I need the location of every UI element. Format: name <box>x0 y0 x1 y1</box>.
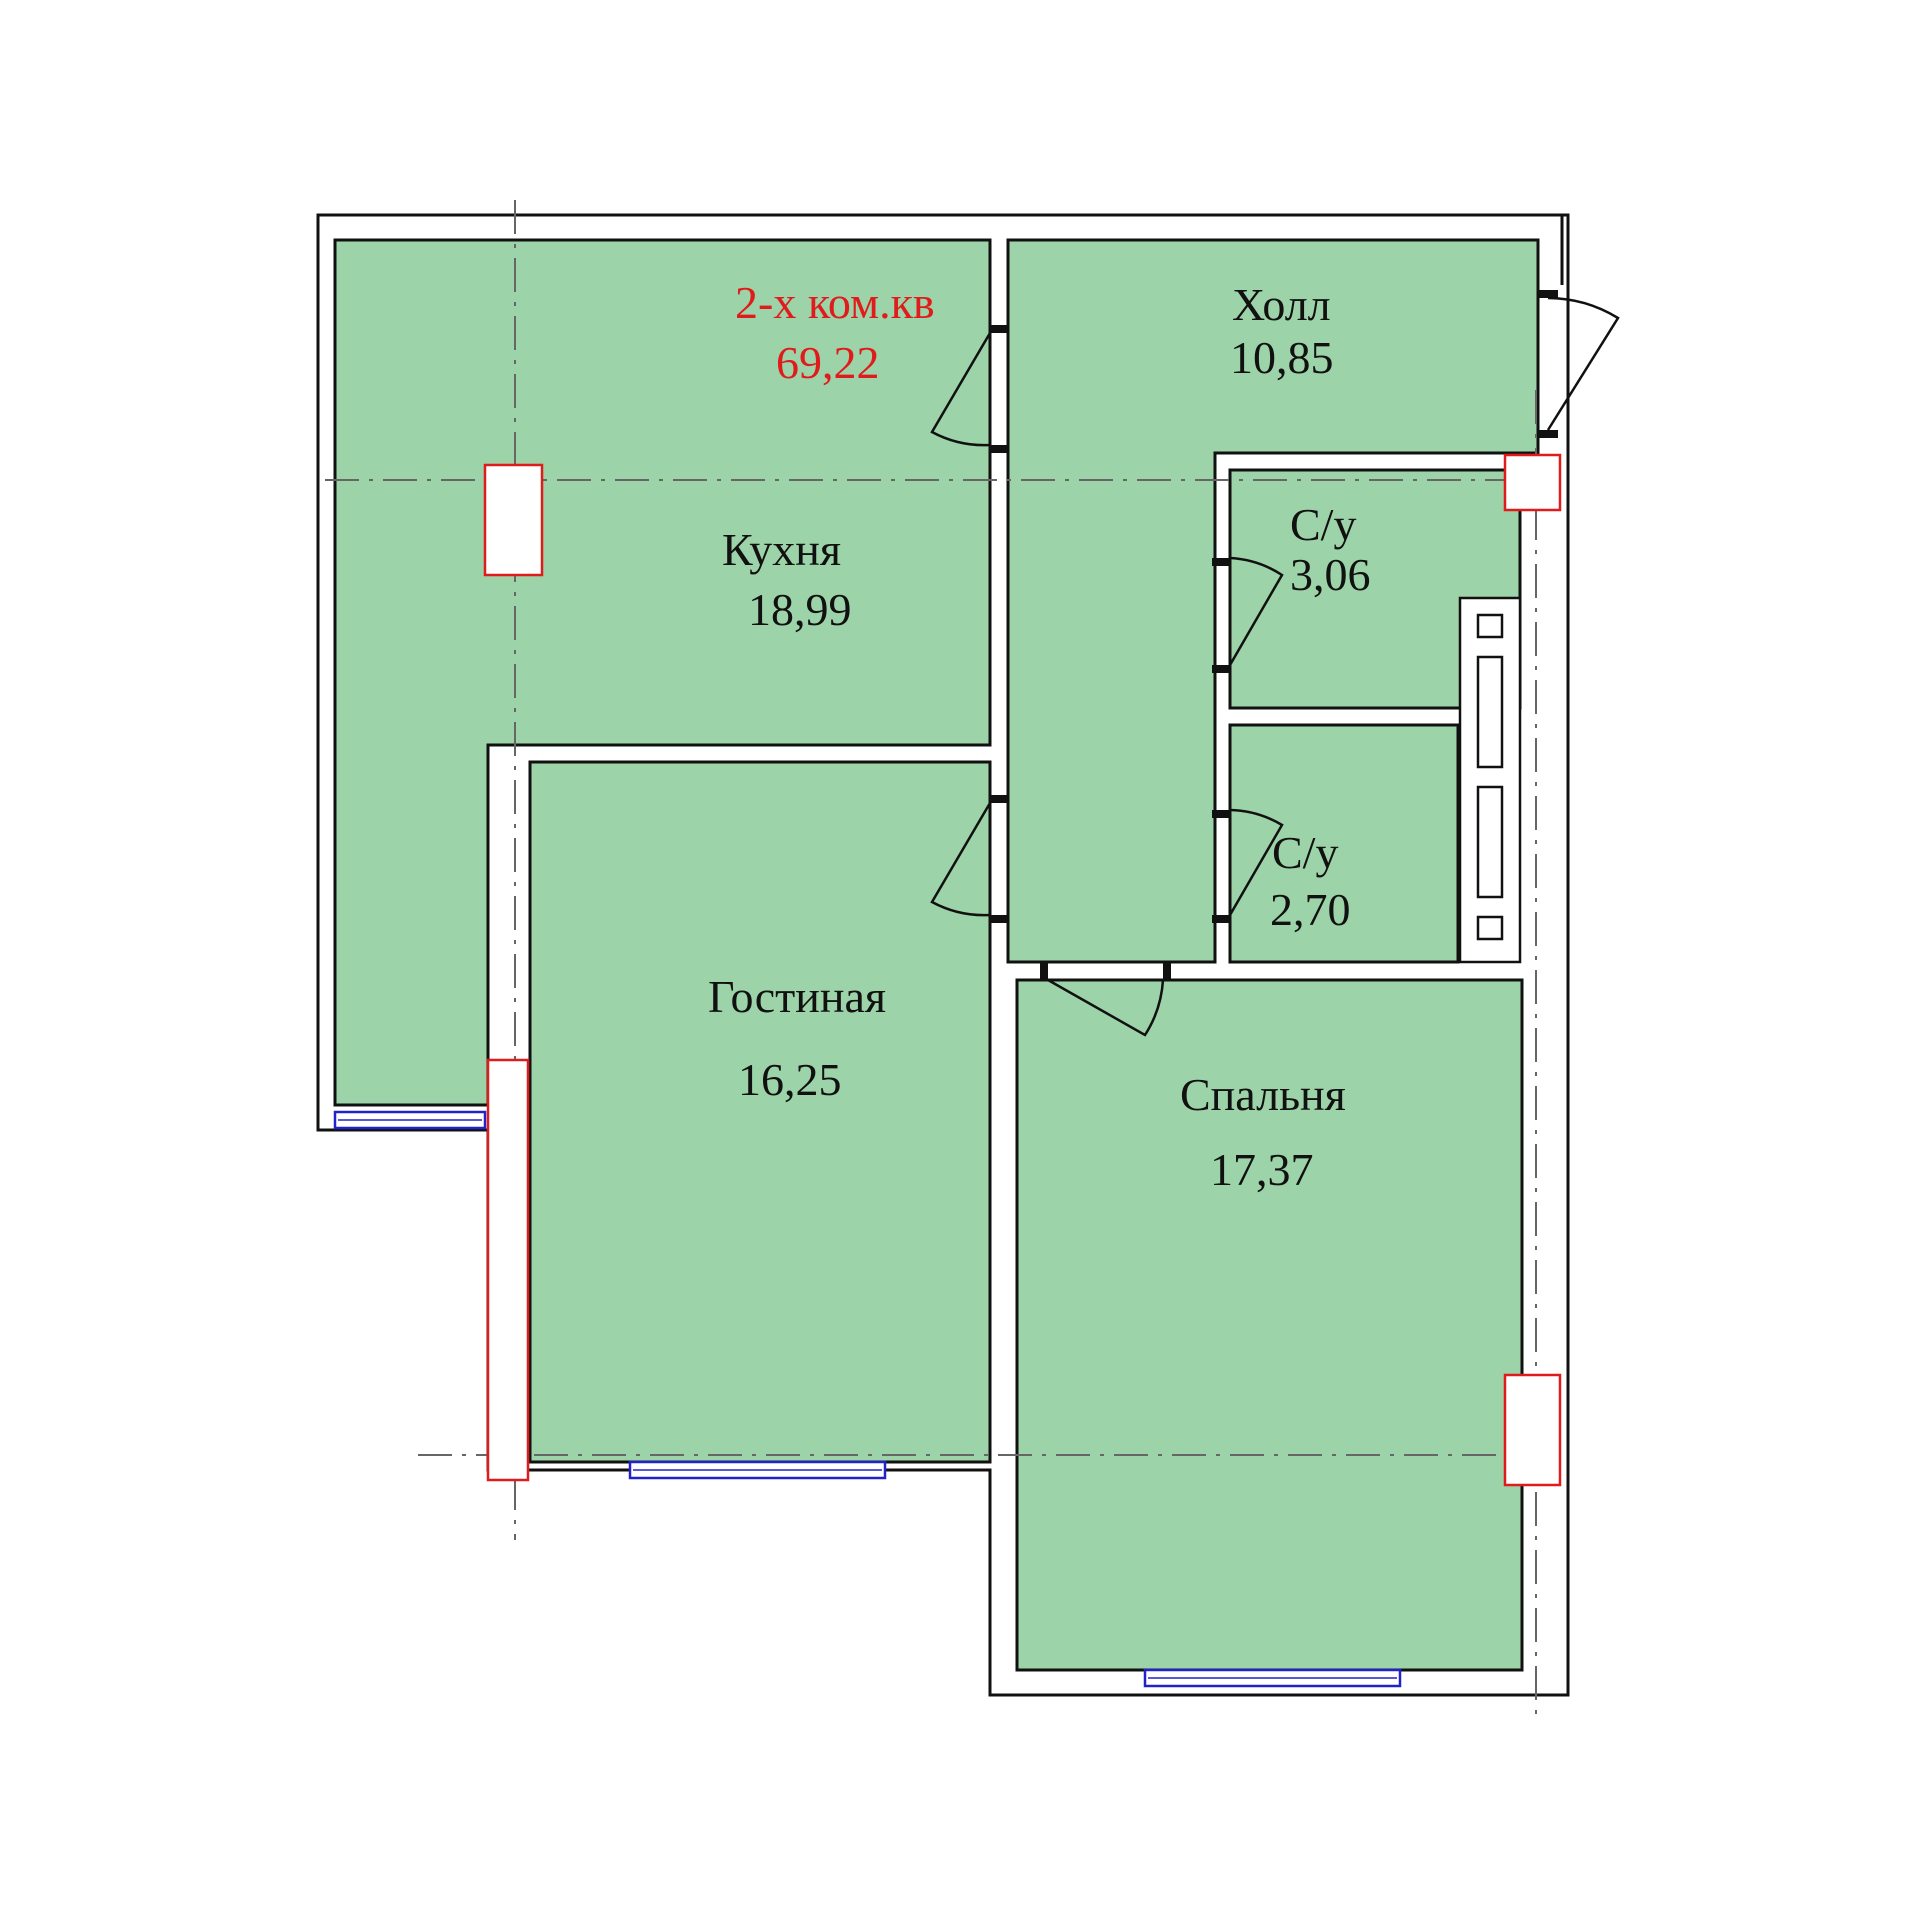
kitchen-area: 18,99 <box>748 584 852 635</box>
hall-name: Холл <box>1232 279 1331 330</box>
room-wc2 <box>1228 723 1460 964</box>
bedroom-area: 17,37 <box>1210 1144 1314 1195</box>
doors <box>930 290 1620 1037</box>
wc1-name: С/у <box>1290 499 1356 550</box>
living-area: 16,25 <box>738 1054 842 1105</box>
room-living <box>528 760 992 1464</box>
columns <box>483 453 1562 1487</box>
hall-area: 10,85 <box>1230 332 1334 383</box>
room-labels: Кухня 18,99 Холл 10,85 С/у 3,06 С/у 2,70… <box>708 279 1371 1195</box>
wc2-area: 2,70 <box>1270 884 1351 935</box>
rooms <box>333 238 1540 1672</box>
room-kitchen <box>333 238 992 1107</box>
ventilation-shaft <box>1458 596 1522 964</box>
bedroom-name: Спальня <box>1180 1069 1346 1120</box>
apartment-title: 2-х ком.кв 69,22 <box>735 277 935 388</box>
room-hall <box>1006 238 1540 964</box>
apartment-type: 2-х ком.кв <box>735 277 935 328</box>
wc1-area: 3,06 <box>1290 549 1371 600</box>
room-bedroom <box>1015 978 1524 1672</box>
kitchen-name: Кухня <box>722 524 841 575</box>
wc2-name: С/у <box>1272 827 1338 878</box>
living-name: Гостиная <box>708 971 886 1022</box>
apartment-area: 69,22 <box>776 337 880 388</box>
windows <box>333 1110 1402 1688</box>
